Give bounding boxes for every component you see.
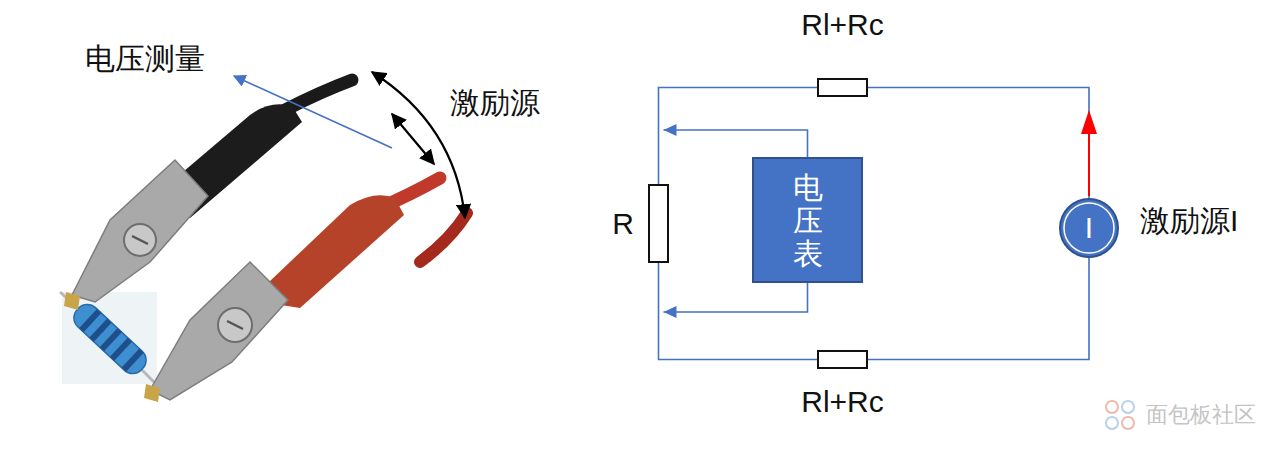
watermark-text: 面包板社区 — [1146, 404, 1256, 426]
annotation-label: 激励源 — [450, 88, 540, 118]
current-arrow — [1088, 132, 1090, 196]
pointer-arrow — [234, 76, 392, 148]
resistor-symbol: Rl+Rc — [817, 350, 868, 369]
resistor-symbol: Rl+Rc — [817, 78, 868, 97]
source-circle — [1060, 199, 1118, 257]
component-label: R — [612, 209, 634, 239]
component-label: Rl+Rc — [801, 387, 884, 417]
wire-connector — [664, 124, 808, 157]
arrow-head — [664, 124, 677, 136]
wire-connector — [868, 88, 1089, 199]
wire-line — [664, 283, 808, 312]
watermark-logo — [1106, 401, 1134, 429]
wire-line — [868, 258, 1089, 360]
component-label: Rl+Rc — [801, 10, 884, 40]
annotation-label: 电压测量 — [85, 44, 205, 74]
red-clip — [144, 178, 467, 402]
node-text: 电压表 — [793, 171, 823, 270]
resistor-photo — [60, 292, 158, 386]
resistor-symbol: R — [648, 184, 669, 263]
node-text: I — [1085, 213, 1093, 243]
arrow-head — [664, 306, 677, 318]
current-source: I激励源I — [1059, 198, 1119, 258]
wire-line — [868, 88, 1089, 199]
voltmeter-box: 电压表 — [752, 157, 863, 283]
wire-line — [664, 130, 808, 157]
current-arrow-head — [1081, 110, 1097, 134]
wire-connector — [868, 258, 1089, 360]
wire-connector — [664, 283, 808, 318]
component-label: 激励源I — [1140, 206, 1238, 236]
source-ring — [1064, 203, 1114, 253]
